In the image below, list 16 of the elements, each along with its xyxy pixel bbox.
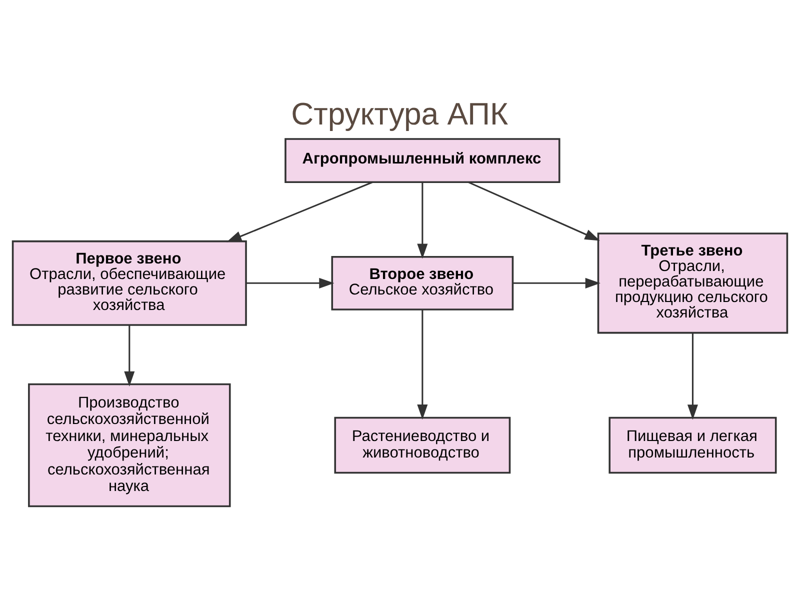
arrow [417,182,428,258]
arrow [468,180,600,240]
node-box: Третье звено Отрасли, перерабатывающие продукцию сельского хозяйства [597,232,788,334]
node-box: Второе звено Сельское хозяйство [331,255,514,310]
node-box: Растениеводство и животноводство [334,416,511,474]
node-box: Агропромышленный комплекс [284,138,560,182]
arrow [513,277,600,288]
arrow [124,324,135,386]
node-box: Первое звено Отрасли, обеспечивающие развитие сельского хозяйства [12,240,247,326]
arrow [246,277,334,288]
node-box: Производство сельскохозяйственной техники, минеральных удобрений; сельскохозяйственная наука [28,382,231,507]
arrow [687,332,698,420]
arrow [417,309,428,420]
node-box: Пищевая и легкая промышленность [608,416,777,474]
diagram-title: Структура АПК [291,96,508,131]
arrow [226,180,374,242]
